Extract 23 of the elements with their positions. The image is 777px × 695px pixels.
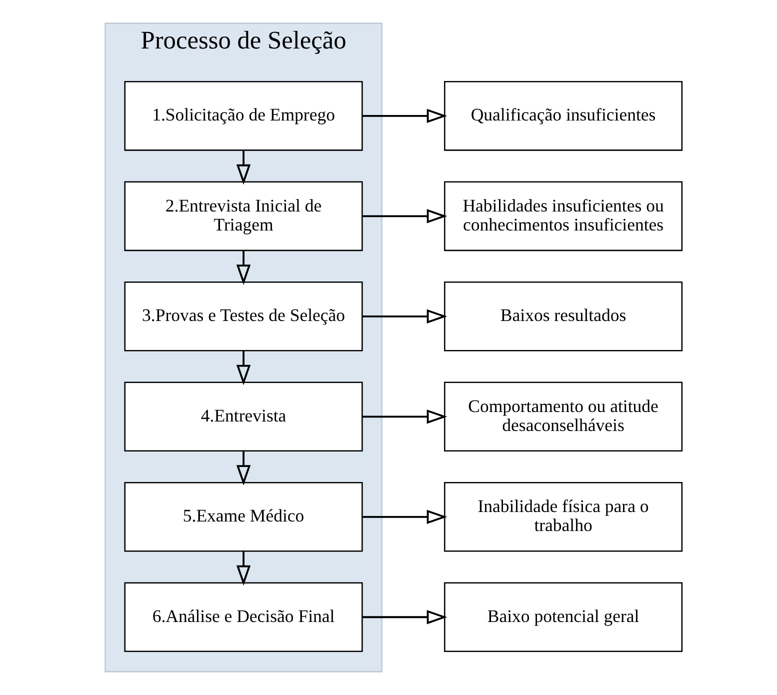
arrow (362, 510, 448, 524)
node-box: Qualificação insuficientes (444, 81, 683, 151)
arrow (236, 551, 251, 586)
node-box: 6.Análise e Decisão Final (124, 582, 363, 652)
node-box: 2.Entrevista Inicial de Triagem (124, 181, 363, 252)
arrow (362, 410, 448, 424)
node-box: 4.Entrevista (124, 382, 363, 452)
node-box: Habilidades insuficientes ou conhecimentos insuficientes (444, 181, 683, 252)
arrow (236, 250, 251, 285)
arrow (236, 451, 251, 486)
node-box: Inabilidade física para o trabalho (444, 482, 683, 552)
arrow (236, 350, 251, 386)
node-box: 1.Solicitação de Emprego (124, 81, 363, 151)
arrow (362, 209, 448, 224)
node-box: 5.Exame Médico (124, 482, 363, 552)
arrow (362, 610, 448, 624)
node-box: Baixo potencial geral (444, 582, 683, 652)
node-box: Comportamento ou atitude desaconselháveis (444, 382, 683, 452)
arrow (362, 309, 448, 324)
node-box: 3.Provas e Testes de Seleção (124, 282, 363, 352)
arrow (362, 108, 448, 124)
node-box: Baixos resultados (444, 282, 683, 352)
arrow (236, 150, 251, 185)
